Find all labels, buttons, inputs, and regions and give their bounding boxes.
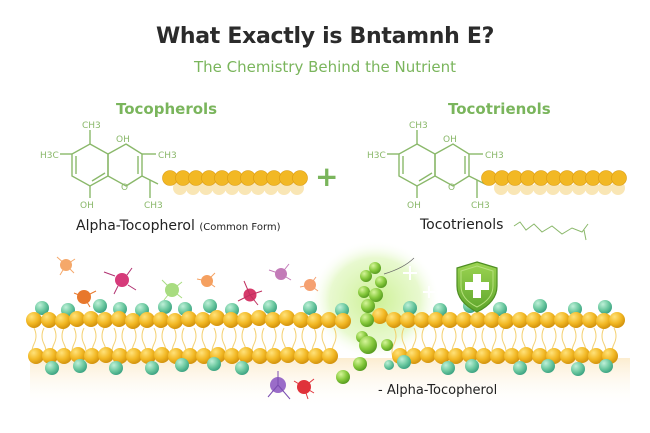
page-subtitle: The Chemistry Behind the Nutrient (193, 58, 457, 76)
ch3-top-label: CH3 (82, 121, 101, 131)
oh-bottom-label: OH (80, 201, 94, 210)
alpha-tocopherol-molecule (336, 262, 393, 384)
oh-top-label: OH (443, 135, 457, 145)
ch3-right-label: CH3 (485, 151, 504, 161)
tail-beads (162, 170, 308, 195)
o-ring-label: O (121, 183, 128, 193)
membrane-teal-heads-bottom (45, 355, 613, 376)
alpha-tocopherol-membrane-label: - Alpha-Tocopherol (378, 383, 498, 398)
ch3-bottom-label: CH3 (144, 201, 163, 210)
sparkle-icons (403, 266, 435, 298)
cell-membrane-illustration (26, 240, 630, 408)
membrane-gold-heads-top (26, 308, 625, 329)
tocotrienols-label: Tocotrienols (420, 217, 504, 233)
lipid-tails (31, 327, 617, 361)
alpha-tocopherol-name: Alpha-Tocopherol (76, 218, 195, 234)
ch3-top-label: CH3 (409, 121, 428, 131)
alpha-tocopherol-label: Alpha-Tocopherol (Common Form) (76, 218, 281, 234)
tocotrienol-structure: CH3 OH H3C CH3 O OH CH3 (367, 121, 627, 210)
membrane-teal-heads-top (35, 299, 612, 317)
tail-beads (481, 170, 627, 195)
common-form-note: (Common Form) (199, 222, 281, 233)
tocotrienols-title: Tocotrienols (448, 100, 551, 118)
oh-top-label: OH (116, 135, 130, 145)
h3c-label: H3C (40, 151, 59, 161)
shield-plus-icon (456, 261, 498, 313)
h3c-label: H3C (367, 151, 386, 161)
tocopherol-structure: CH3 OH H3C CH3 O OH CH3 (40, 121, 308, 210)
ch3-right-label: CH3 (158, 151, 177, 161)
o-ring-label: O (448, 183, 455, 193)
free-radical-molecules (56, 256, 319, 400)
membrane-gold-heads-bottom (28, 347, 618, 364)
tocopherols-title: Tocopherols (116, 100, 218, 118)
plus-icon: + (315, 160, 339, 193)
oh-bottom-label: OH (407, 201, 421, 210)
ch3-bottom-label: CH3 (471, 201, 490, 210)
page-title: What Exactly is Bntamnh E? (155, 24, 495, 49)
tocotrienol-chain-icon (513, 221, 589, 241)
